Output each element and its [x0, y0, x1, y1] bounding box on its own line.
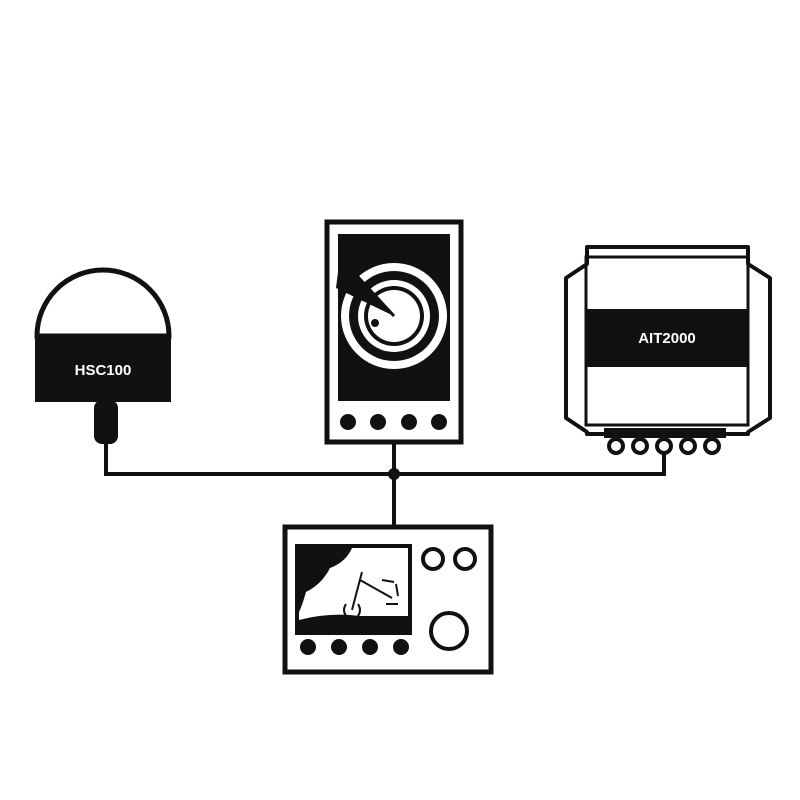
radar-display-unit — [324, 219, 464, 445]
hsc100-label: HSC100 — [75, 362, 132, 379]
chart-bottom-band — [299, 614, 408, 631]
radar-target-dot — [356, 289, 364, 297]
signal-wave-right — [357, 603, 361, 617]
ait2000-transponder: AIT2000 — [564, 245, 772, 455]
chartplotter-unit — [282, 524, 494, 675]
transponder-port — [631, 437, 649, 455]
radar-sweep-line — [344, 262, 396, 318]
chartplotter-button — [331, 639, 347, 655]
radar-button — [431, 414, 447, 430]
signal-wave-left — [343, 603, 347, 617]
transponder-connector-strip — [604, 428, 726, 438]
transponder-port — [607, 437, 625, 455]
vessel-heading-line — [351, 571, 363, 611]
vessel-course-line — [359, 579, 393, 599]
chartplotter-buttons — [300, 639, 409, 655]
sensor-base — [35, 334, 171, 402]
transponder-port — [679, 437, 697, 455]
chartplotter-button — [300, 639, 316, 655]
chartplotter-small-knob — [453, 547, 477, 571]
radar-buttons — [340, 414, 447, 430]
transponder-label-band — [586, 309, 748, 367]
ait2000-label: AIT2000 — [638, 330, 696, 347]
chartplotter-rotary-knob — [429, 611, 469, 651]
transponder-port — [703, 437, 721, 455]
network-cables — [104, 440, 666, 527]
backbone-cable — [104, 440, 666, 476]
radar-button — [401, 414, 417, 430]
radar-target-dot — [418, 253, 426, 261]
radar-button — [370, 414, 386, 430]
radar-button — [340, 414, 356, 430]
sensor-dome — [34, 267, 172, 339]
transponder-ports — [607, 437, 721, 455]
vessel-icon — [343, 571, 399, 617]
chart-landmass — [299, 548, 352, 612]
radar-target-dot — [371, 319, 379, 327]
target-bracket — [381, 579, 399, 605]
transponder-port — [655, 437, 673, 455]
chartplotter-small-knob — [421, 547, 445, 571]
network-junction — [388, 468, 400, 480]
chartplotter-button — [393, 639, 409, 655]
sensor-connector — [94, 400, 118, 444]
hsc100-compass-sensor: HSC100 — [34, 267, 172, 444]
chartplotter-button — [362, 639, 378, 655]
